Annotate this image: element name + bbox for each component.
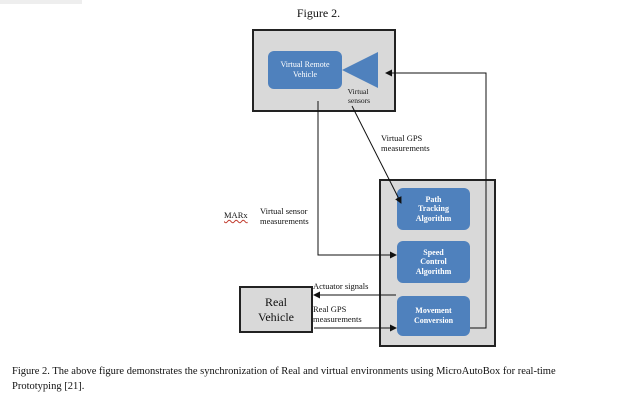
movement-conversion-line1: Movement — [415, 306, 452, 316]
virtual-gps-arrow — [351, 105, 402, 204]
caption-line1: Figure 2. The above figure demonstrates … — [12, 366, 556, 377]
speed-control-line2: Control — [420, 257, 447, 267]
path-tracking-line3: Algorithm — [415, 213, 452, 223]
virtual-sensors-line1: Virtual — [347, 87, 369, 96]
real-gps-line1: Real GPS — [313, 304, 347, 314]
real-vehicle-box: Real Vehicle — [239, 286, 313, 333]
movement-conversion-block: Movement Conversion — [397, 296, 470, 336]
path-tracking-line1: Path — [425, 194, 442, 204]
real-gps-line2: measurements — [313, 313, 362, 324]
virtual-sensors-label: Virtual sensors — [347, 87, 371, 105]
figure-title: Figure 2. — [296, 6, 341, 20]
virtual-gps-line1: Virtual GPS — [381, 133, 423, 143]
virtual-sensor-meas-line1: Virtual sensor — [260, 206, 308, 216]
path-tracking-block: Path Tracking Algorithm — [397, 188, 470, 230]
virtual-remote-vehicle-block: Virtual Remote Vehicle — [268, 51, 342, 89]
corner-artifact — [0, 0, 82, 4]
real-gps-label: Real GPS measurements — [313, 304, 362, 325]
caption-line2: Prototyping [21]. — [12, 381, 85, 393]
virtual-sensors-line2: sensors — [348, 95, 371, 105]
real-vehicle-line2: Vehicle — [258, 309, 294, 324]
movement-conversion-line2: Conversion — [413, 316, 454, 325]
feedback-arrow — [385, 69, 487, 329]
figure-caption: Figure 2. The above figure demonstrates … — [12, 364, 627, 394]
virtual-gps-label: Virtual GPS measurements — [381, 133, 430, 154]
speed-control-line3: Algorithm — [415, 266, 452, 276]
virtual-sensor-meas-line2: measurements — [260, 215, 309, 226]
actuator-signals-label: Actuator signals — [313, 281, 369, 291]
marx-label: MARx — [224, 210, 248, 220]
speed-control-line1: Speed — [423, 247, 444, 257]
speed-control-block: Speed Control Algorithm — [397, 241, 470, 283]
virtual-sensor-measurements-label: Virtual sensor measurements — [260, 206, 309, 227]
path-tracking-line2: Tracking — [418, 204, 449, 214]
real-vehicle-line1: Real — [265, 295, 287, 310]
virtual-vehicle-label-line2: Vehicle — [293, 70, 317, 79]
virtual-vehicle-label-line1: Virtual Remote — [280, 60, 330, 70]
virtual-sensor-arrow — [317, 101, 397, 259]
virtual-gps-line2: measurements — [381, 142, 430, 153]
sensor-cone-shape — [342, 52, 378, 88]
